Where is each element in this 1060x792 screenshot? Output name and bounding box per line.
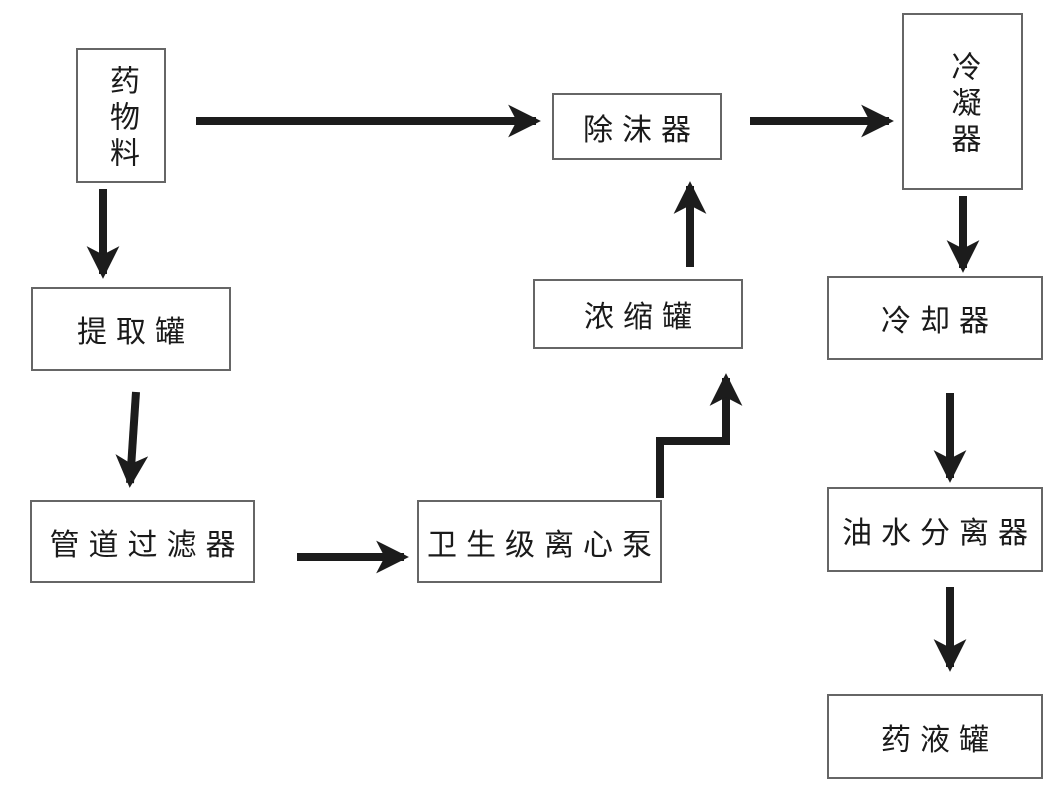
node-pipe-filter-label: 管道过滤器: [49, 528, 245, 562]
node-cooler: 冷却器: [827, 276, 1043, 360]
edge-sanitarypump-concentrationtank: [656, 373, 743, 498]
node-drug-material: 药物料: [76, 48, 166, 183]
node-demister: 除沫器: [552, 93, 722, 160]
node-sanitary-centrifugal-pump: 卫生级离心泵: [417, 500, 662, 583]
node-pipe-filter: 管道过滤器: [30, 500, 255, 583]
node-condenser-label: 冷凝器: [946, 50, 980, 159]
node-extraction-tank-label: 提取罐: [77, 316, 194, 349]
edge-extractiontank-pipefilter: [115, 391, 149, 488]
node-cooler-label: 冷却器: [881, 305, 998, 338]
node-concentration-tank: 浓缩罐: [533, 279, 743, 349]
node-oil-water-separator-label: 油水分离器: [842, 516, 1037, 550]
node-extraction-tank: 提取罐: [31, 287, 231, 371]
node-drug-material-label: 药物料: [105, 64, 138, 173]
node-liquid-medicine-tank-label: 药液罐: [881, 723, 998, 757]
node-oil-water-separator: 油水分离器: [827, 487, 1043, 572]
node-sanitary-centrifugal-pump-label: 卫生级离心泵: [427, 528, 661, 562]
node-concentration-tank-label: 浓缩罐: [584, 301, 701, 334]
node-demister-label: 除沫器: [583, 113, 700, 147]
node-liquid-medicine-tank: 药液罐: [827, 694, 1043, 779]
node-condenser: 冷凝器: [902, 13, 1023, 190]
